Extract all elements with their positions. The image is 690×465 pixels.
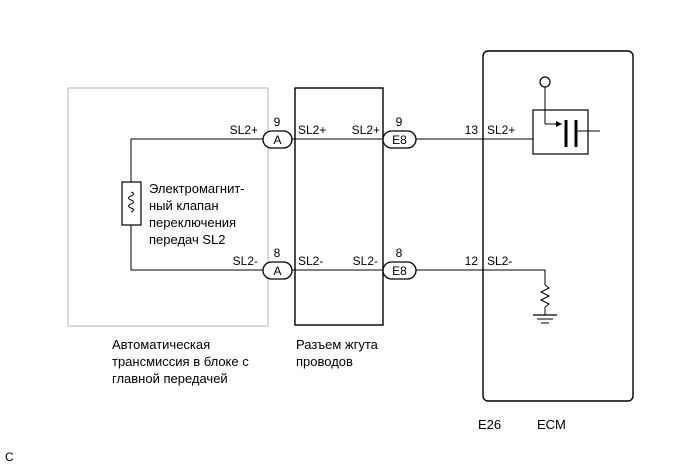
signal-label-transmission-sl2-plus: SL2+ xyxy=(230,123,258,137)
connector-a-sl2-minus: A xyxy=(262,261,293,280)
ecm-name: ECM xyxy=(537,417,566,432)
connector-e8-sl2-minus: E8 xyxy=(382,261,417,280)
connector-a-pin-sl2-minus: 8 xyxy=(274,246,281,260)
harness-box xyxy=(294,87,384,326)
signal-label-harness-right-sl2-minus: SL2- xyxy=(353,254,378,268)
solenoid-label-line-2: ный клапан xyxy=(149,198,219,213)
ecm-pin-sl2-plus: 13 xyxy=(465,123,479,137)
solenoid-wire-upper xyxy=(130,138,263,182)
ecm-connector-code: E26 xyxy=(478,417,501,432)
connector-a-pin-sl2-plus: 9 xyxy=(274,115,281,129)
ecm-pin-sl2-minus: 12 xyxy=(465,254,479,268)
solenoid-label-line-4: передач SL2 xyxy=(149,232,226,247)
solenoid-coil-icon xyxy=(121,181,142,226)
solenoid-label: Электромагнит- ный клапан переключения п… xyxy=(149,181,248,247)
connector-e8-code: E8 xyxy=(392,133,407,147)
signal-label-transmission-sl2-minus: SL2- xyxy=(233,254,258,268)
signal-label-ecm-sl2-plus: SL2+ xyxy=(487,123,515,137)
solenoid-label-line-1: Электромагнит- xyxy=(149,181,245,196)
solenoid-label-line-3: переключения xyxy=(149,215,236,230)
resistor-ground-icon xyxy=(533,284,557,324)
harness-label: Разъем жгута проводов xyxy=(296,337,382,369)
transmission-label-line-1: Автоматическая xyxy=(112,337,210,352)
solenoid-wire-lower xyxy=(130,225,263,271)
ecm-box xyxy=(482,50,634,402)
signal-label-harness-right-sl2-plus: SL2+ xyxy=(352,123,380,137)
connector-a-code: A xyxy=(273,133,281,147)
signal-label-harness-left-sl2-minus: SL2- xyxy=(298,254,323,268)
connector-e8-pin-sl2-plus: 9 xyxy=(396,115,403,129)
transistor-driver-icon xyxy=(532,76,600,155)
connector-e8-pin-sl2-minus: 8 xyxy=(396,246,403,260)
transmission-label: Автоматическая трансмиссия в блоке с гла… xyxy=(112,337,252,386)
signal-label-harness-left-sl2-plus: SL2+ xyxy=(298,123,326,137)
transmission-label-line-3: главной передачей xyxy=(112,371,228,386)
signal-label-ecm-sl2-minus: SL2- xyxy=(487,254,512,268)
connector-e8-sl2-plus: E8 xyxy=(382,130,417,149)
sl2-minus-wire-ecm-internal xyxy=(483,269,546,285)
transmission-box xyxy=(67,87,269,327)
harness-label-line-2: проводов xyxy=(296,354,353,369)
connector-a-code: A xyxy=(273,264,281,278)
harness-label-line-1: Разъем жгута xyxy=(296,337,379,352)
connector-a-sl2-plus: A xyxy=(262,130,293,149)
transmission-label-line-2: трансмиссия в блоке с xyxy=(112,354,249,369)
figure-code: C xyxy=(5,450,14,464)
connector-e8-code: E8 xyxy=(392,264,407,278)
